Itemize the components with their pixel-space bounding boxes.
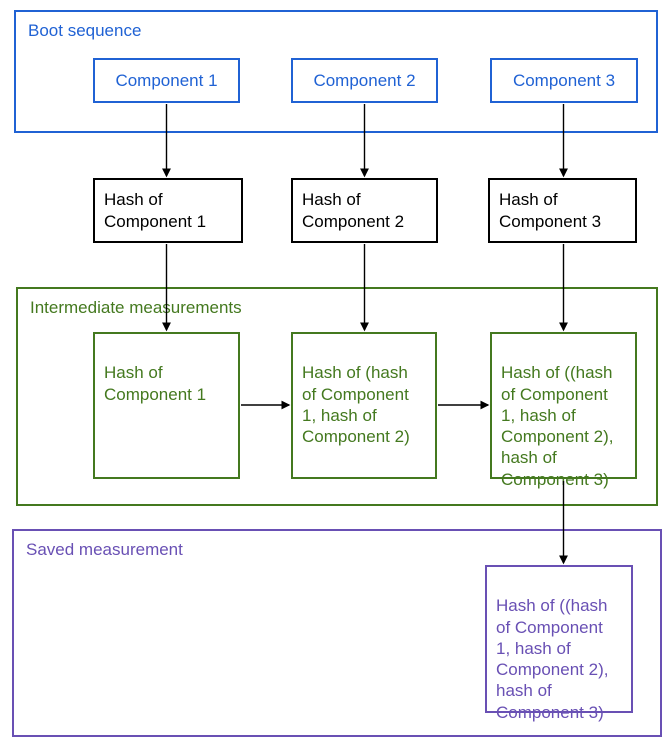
boot-sequence-label: Boot sequence: [28, 21, 142, 40]
hash-component-1-text: Hash of Component 1: [104, 190, 207, 231]
component-3-label: Component 3: [512, 70, 616, 90]
intermediate-measurement-3-text: Hash of ((hash of Component 1, hash of C…: [501, 363, 614, 489]
intermediate-measurement-1-box: Hash of Component 1: [93, 332, 240, 479]
component-1-box: Component 1: [93, 58, 240, 103]
hash-component-1-box: Hash of Component 1: [93, 178, 243, 243]
component-2-box: Component 2: [291, 58, 438, 103]
intermediate-measurements-label: Intermediate measurements: [30, 298, 242, 317]
intermediate-measurement-2-text: Hash of (hash of Component 1, hash of Co…: [302, 363, 410, 446]
boot-sequence-group: Boot sequence: [14, 10, 658, 133]
component-3-box: Component 3: [490, 58, 638, 103]
hash-component-3-box: Hash of Component 3: [488, 178, 637, 243]
hash-component-3-text: Hash of Component 3: [499, 190, 602, 231]
component-2-label: Component 2: [313, 70, 416, 90]
intermediate-measurement-3-box: Hash of ((hash of Component 1, hash of C…: [490, 332, 637, 489]
intermediate-measurement-2-box: Hash of (hash of Component 1, hash of Co…: [291, 332, 437, 479]
hash-component-2-text: Hash of Component 2: [302, 190, 405, 231]
saved-measurement-group: Saved measurement: [12, 529, 662, 737]
saved-measurement-label: Saved measurement: [26, 540, 183, 559]
saved-measurement-hash-text: Hash of ((hash of Component 1, hash of C…: [496, 596, 609, 722]
intermediate-measurement-1-text: Hash of Component 1: [104, 363, 207, 404]
hash-component-2-box: Hash of Component 2: [291, 178, 438, 243]
saved-measurement-hash-box: Hash of ((hash of Component 1, hash of C…: [485, 565, 633, 722]
component-1-label: Component 1: [115, 70, 218, 90]
intermediate-measurements-group: Intermediate measurements: [16, 287, 658, 506]
